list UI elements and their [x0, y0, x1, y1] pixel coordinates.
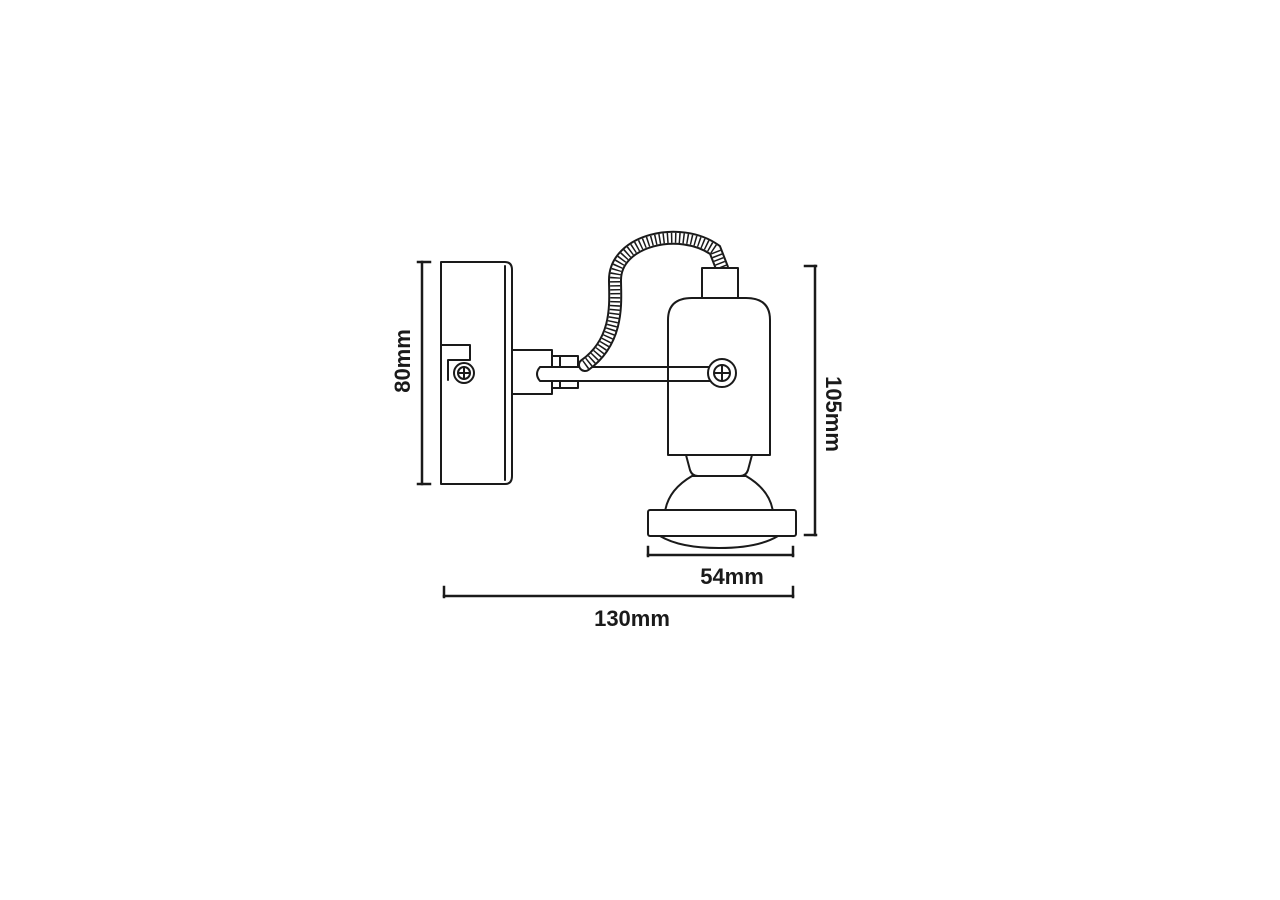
dimension-label-80mm: 80mm [390, 329, 415, 393]
dimension-height-total: 105mm [803, 264, 846, 537]
dimension-label-130mm: 130mm [594, 606, 670, 631]
dimension-height-mount: 80mm [390, 260, 432, 486]
head-screw-icon [707, 358, 737, 388]
wall-mount-plate [440, 261, 513, 485]
cable-icon [578, 230, 729, 372]
lamp-head [647, 267, 797, 549]
dimension-label-54mm: 54mm [700, 564, 764, 589]
dimension-width-lamp: 54mm [646, 545, 795, 589]
dimension-width-total: 130mm [442, 585, 795, 631]
plate-screw-icon [453, 362, 475, 384]
dimension-label-105mm: 105mm [821, 376, 846, 452]
